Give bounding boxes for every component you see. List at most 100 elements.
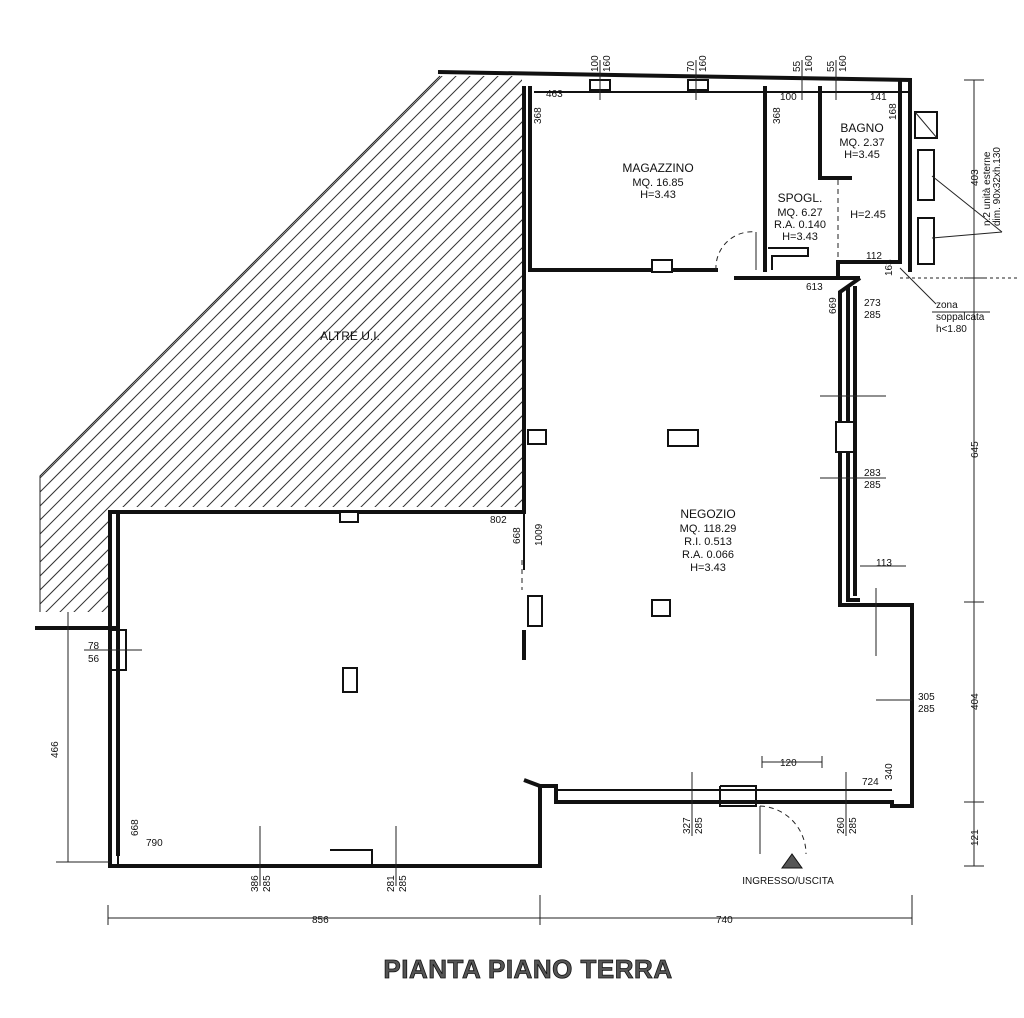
pillar	[651, 259, 673, 273]
svg-text:668: 668	[512, 527, 523, 544]
hatch-line	[588, 0, 1024, 700]
svg-text:100: 100	[590, 55, 601, 72]
room-negozio: NEGOZIO MQ. 118.29 R.I. 0.513 R.A. 0.066…	[680, 507, 737, 574]
svg-text:55: 55	[826, 60, 837, 72]
hatch-line	[40, 76, 522, 612]
svg-text:305: 305	[918, 692, 935, 703]
svg-text:1009: 1009	[534, 523, 545, 546]
hatch-line	[40, 76, 522, 612]
hatch-line	[40, 76, 522, 612]
svg-text:802: 802	[490, 515, 507, 526]
hatch-line	[40, 76, 435, 612]
dimension-labels: 463 100 141 112 613 273 285 283 285 802 …	[88, 89, 935, 926]
hatch-line	[391, 76, 522, 612]
svg-text:285: 285	[864, 310, 881, 321]
hatch-line	[83, 76, 522, 612]
hatch-line	[377, 76, 522, 612]
svg-text:285: 285	[848, 817, 859, 834]
hatch-line	[602, 0, 1024, 700]
svg-text:141: 141	[870, 92, 887, 103]
hatch-line	[40, 76, 522, 612]
doors	[521, 180, 839, 855]
svg-text:281: 281	[386, 875, 397, 892]
magazzino-h: H=3.43	[640, 189, 676, 201]
svg-text:163: 163	[884, 259, 895, 276]
svg-text:340: 340	[884, 763, 895, 780]
svg-text:285: 285	[398, 875, 409, 892]
plan-title: PIANTA PIANO TERRA	[383, 954, 672, 984]
hatch-line	[574, 0, 1024, 700]
external-units	[914, 111, 1003, 265]
hatch-line	[40, 76, 491, 612]
hatch-line	[40, 76, 71, 612]
svg-text:260: 260	[836, 817, 847, 834]
hatch-line	[41, 76, 522, 612]
hatch-line	[546, 0, 1024, 700]
pillar	[835, 421, 855, 453]
svg-text:463: 463	[546, 89, 563, 100]
pillar	[339, 511, 359, 523]
hatch-line	[40, 76, 169, 612]
hatch-line	[40, 76, 522, 612]
hatch-line	[489, 76, 522, 612]
hatch-line	[279, 76, 522, 612]
svg-text:285: 285	[918, 704, 935, 715]
pillar	[342, 667, 358, 693]
hatch-line	[111, 76, 522, 612]
entrance-triangle-icon	[781, 853, 803, 869]
hatch-line	[40, 76, 522, 612]
magazzino-mq: MQ. 16.85	[632, 177, 683, 189]
svg-text:368: 368	[533, 107, 544, 124]
hatch-line	[195, 76, 522, 612]
svg-text:zona: zona	[936, 300, 958, 311]
hatch-line	[40, 76, 113, 612]
negozio-name: NEGOZIO	[680, 507, 735, 521]
altre-ui-outline	[39, 75, 441, 612]
svg-text:283: 283	[864, 468, 881, 479]
hatch-line	[40, 76, 43, 612]
svg-text:285: 285	[864, 480, 881, 491]
hatch-line	[40, 76, 253, 612]
spogl-h: H=3.43	[782, 231, 818, 243]
pillar	[667, 429, 699, 447]
svg-text:466: 466	[50, 741, 61, 758]
hatch-line	[405, 76, 522, 612]
svg-text:856: 856	[312, 915, 329, 926]
svg-text:327: 327	[682, 817, 693, 834]
svg-text:160: 160	[838, 55, 849, 72]
hatch-line	[461, 76, 522, 612]
room-altre: ALTRE U.I.	[320, 329, 380, 343]
hatch-line	[55, 76, 522, 612]
hatch-line	[644, 0, 1024, 700]
svg-text:790: 790	[146, 838, 163, 849]
svg-text:403: 403	[970, 169, 981, 186]
svg-text:n.2 unità esterne: n.2 unità esterne	[982, 151, 993, 226]
hatch-line	[265, 76, 522, 612]
note-units: n.2 unità esterne dim. 90x32xh.130	[982, 147, 1003, 226]
pillar	[687, 79, 709, 91]
svg-text:669: 669	[828, 297, 839, 314]
hatch-line	[97, 76, 522, 612]
hatch-line	[532, 0, 1024, 700]
pillar	[527, 595, 543, 627]
svg-text:613: 613	[806, 282, 823, 293]
svg-text:273: 273	[864, 298, 881, 309]
bagno-name: BAGNO	[840, 121, 883, 135]
negozio-h: H=3.43	[690, 562, 726, 574]
svg-text:668: 668	[130, 819, 141, 836]
spogl-mq: MQ. 6.27	[777, 207, 822, 219]
svg-text:645: 645	[970, 441, 981, 458]
bagno-mq: MQ. 2.37	[839, 137, 884, 149]
hatch-line	[209, 76, 522, 612]
hatch-line	[40, 76, 57, 612]
negozio-ra: R.A. 0.066	[682, 549, 734, 561]
hatch-line	[40, 76, 522, 612]
hatch-line	[40, 76, 407, 612]
hatch-line	[349, 76, 522, 612]
svg-text:h<1.80: h<1.80	[936, 324, 967, 335]
spogl-ra: R.A. 0.140	[774, 219, 826, 231]
svg-text:160: 160	[804, 55, 815, 72]
svg-text:113: 113	[876, 558, 892, 569]
svg-text:70: 70	[686, 60, 697, 72]
hatch-line	[475, 76, 522, 612]
